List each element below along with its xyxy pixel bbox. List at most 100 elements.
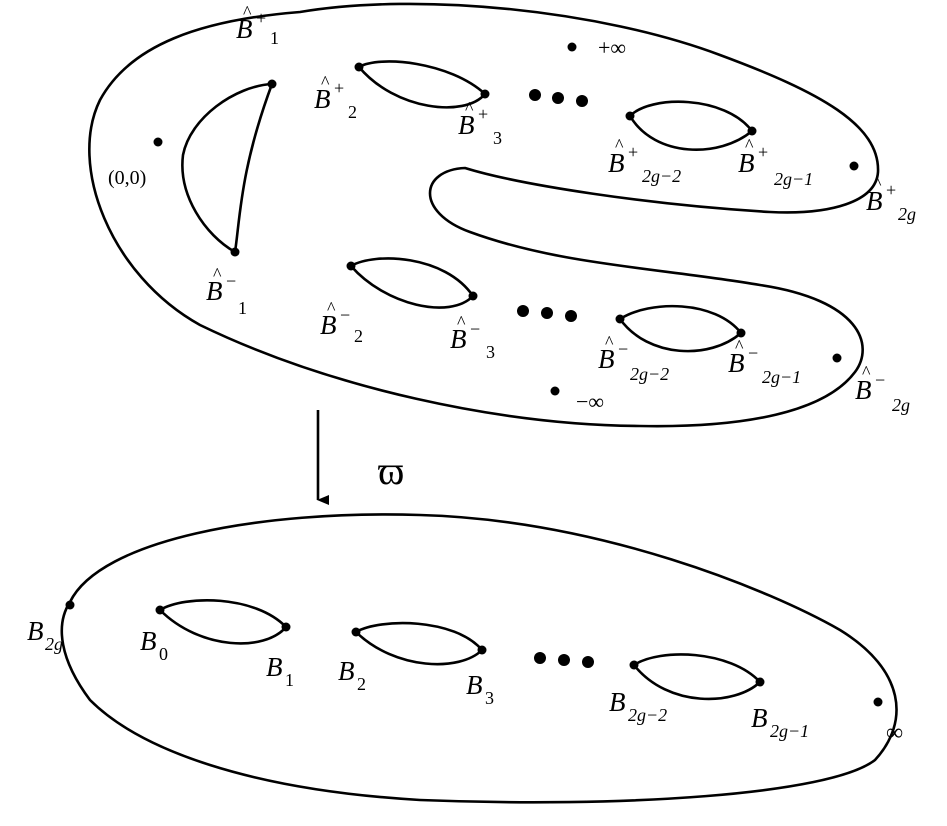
svg-text:B: B	[751, 703, 768, 733]
point-infinity	[873, 697, 883, 707]
point-b2	[351, 627, 361, 637]
svg-text:^: ^	[735, 336, 744, 356]
svg-text:+: +	[628, 142, 638, 162]
svg-text:2g−1: 2g−1	[762, 367, 801, 387]
label-b1: B 1	[266, 652, 294, 690]
svg-text:^: ^	[873, 173, 882, 193]
point-b2g-minus	[832, 353, 842, 363]
point-plus-infinity	[567, 42, 577, 52]
svg-text:B: B	[728, 348, 745, 378]
map-label-varpi: ϖ	[378, 448, 404, 493]
upper-surface-outline	[88, 2, 880, 428]
cut-b1	[181, 82, 274, 254]
svg-text:2: 2	[354, 326, 363, 346]
svg-text:−: −	[226, 271, 236, 291]
cut-b2-b3	[354, 621, 484, 666]
svg-text:B: B	[27, 616, 44, 646]
point-b3	[477, 645, 487, 655]
svg-text:2: 2	[357, 674, 366, 694]
svg-text:−: −	[340, 305, 350, 325]
label-b3-plus: B ^ + 3	[458, 98, 502, 148]
svg-text:1: 1	[270, 28, 279, 48]
svg-text:B: B	[738, 148, 755, 178]
svg-text:B: B	[266, 652, 283, 682]
svg-text:^: ^	[862, 362, 871, 382]
svg-text:B: B	[140, 626, 157, 656]
point-b2gm2-plus	[625, 111, 635, 121]
lower-surface-outline	[60, 513, 898, 804]
label-infinity: ∞	[886, 720, 903, 746]
svg-text:3: 3	[485, 688, 494, 708]
svg-text:^: ^	[745, 135, 754, 155]
svg-text:2g−1: 2g−1	[770, 721, 809, 741]
point-minus-infinity	[550, 386, 560, 396]
cut-b0-b1	[158, 598, 288, 645]
point-b2-plus	[354, 62, 364, 72]
point-b2gm2-minus	[615, 314, 625, 324]
svg-text:1: 1	[238, 298, 247, 318]
svg-text:B: B	[466, 670, 483, 700]
label-b2g-minus: B ^ − 2g	[855, 362, 910, 415]
label-b2-plus: B ^ + 2	[314, 72, 357, 122]
svg-text:^: ^	[321, 72, 330, 92]
label-minus-infinity: −∞	[576, 389, 604, 414]
svg-text:^: ^	[243, 2, 252, 22]
svg-text:B: B	[320, 310, 337, 340]
svg-text:^: ^	[213, 264, 222, 284]
label-b3-minus: B ^ − 3	[450, 312, 495, 362]
svg-text:2g−2: 2g−2	[642, 166, 681, 186]
svg-text:B: B	[609, 687, 626, 717]
label-b2g: B 2g	[27, 616, 63, 654]
label-origin: (0,0)	[108, 167, 146, 189]
cut-b2gm2-b2gm1-plus	[628, 100, 754, 151]
label-b2gm1-minus: B ^ − 2g−1	[728, 336, 801, 387]
cut-b2gm2-b2gm1-minus	[618, 304, 743, 353]
cut-b2gm2-b2gm1	[632, 653, 762, 701]
svg-text:−: −	[748, 343, 758, 363]
point-b2g-plus	[849, 161, 859, 171]
point-b1-plus	[267, 79, 277, 89]
label-b0: B 0	[140, 626, 168, 664]
svg-text:^: ^	[605, 332, 614, 352]
label-b2gm2: B 2g−2	[609, 687, 667, 725]
svg-text:−: −	[618, 339, 628, 359]
ellipsis-middle	[517, 305, 577, 322]
label-b2-minus: B ^ − 2	[320, 298, 363, 346]
point-b3-plus	[480, 89, 490, 99]
svg-text:+: +	[886, 180, 896, 200]
point-b1-minus	[230, 247, 240, 257]
svg-text:3: 3	[486, 342, 495, 362]
point-b3-minus	[468, 291, 478, 301]
label-b3: B 3	[466, 670, 494, 708]
svg-text:2g−2: 2g−2	[630, 364, 669, 384]
label-plus-infinity: +∞	[598, 35, 626, 60]
svg-text:+: +	[478, 104, 488, 124]
point-b2gm1	[755, 677, 765, 687]
svg-text:B: B	[458, 110, 475, 140]
svg-text:B: B	[855, 375, 872, 405]
ellipsis-lower	[534, 652, 594, 668]
point-b0	[155, 605, 165, 615]
point-b2g	[65, 600, 75, 610]
svg-text:2g: 2g	[45, 634, 63, 654]
svg-text:2g−2: 2g−2	[628, 705, 667, 725]
svg-text:2: 2	[348, 102, 357, 122]
point-b2gm2	[629, 660, 639, 670]
svg-text:3: 3	[493, 128, 502, 148]
svg-text:1: 1	[285, 670, 294, 690]
svg-text:−: −	[875, 370, 885, 390]
svg-text:^: ^	[615, 135, 624, 155]
svg-text:B: B	[236, 14, 253, 44]
label-b2gm1-plus: B ^ + 2g−1	[738, 135, 813, 189]
svg-text:+: +	[256, 8, 266, 28]
label-b1-minus: B ^ − 1	[206, 264, 247, 318]
svg-text:B: B	[598, 344, 615, 374]
svg-text:2g: 2g	[898, 204, 916, 224]
point-origin	[153, 137, 163, 147]
label-b2gm1: B 2g−1	[751, 703, 809, 741]
svg-text:B: B	[338, 656, 355, 686]
point-b2-minus	[346, 261, 356, 271]
svg-text:^: ^	[465, 98, 474, 118]
